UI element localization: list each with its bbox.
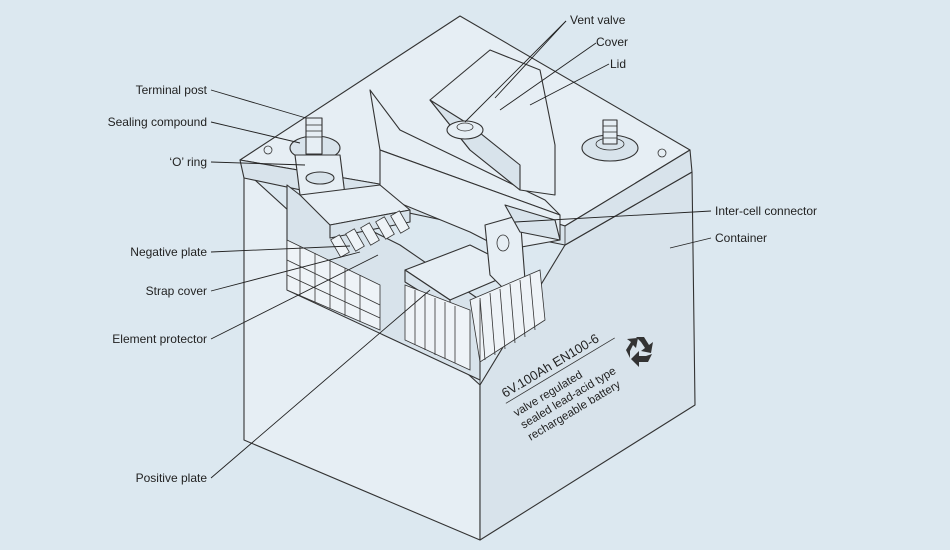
label-element-protector: Element protector [112,332,207,346]
battery-print: 6V.100Ah EN100-6 valve regulated sealed … [499,331,623,444]
label-lid: Lid [610,57,626,71]
label-o-ring: ‘O’ ring [169,155,207,169]
label-container: Container [715,231,767,245]
positive-plates [404,269,546,371]
label-inter-cell-connector: Inter-cell connector [715,204,817,218]
label-cover: Cover [596,35,628,49]
label-sealing-compound: Sealing compound [108,115,207,129]
cutaway-interior [286,49,561,385]
label-positive-plate: Positive plate [136,471,208,485]
recycle-icon [626,337,653,367]
label-vent-valve: Vent valve [570,13,626,27]
callout-labels: Vent valve Cover Lid Terminal post Seali… [108,13,817,485]
label-terminal-post: Terminal post [136,83,208,97]
label-negative-plate: Negative plate [130,245,207,259]
label-strap-cover: Strap cover [146,284,207,298]
leader-lines [210,20,712,479]
